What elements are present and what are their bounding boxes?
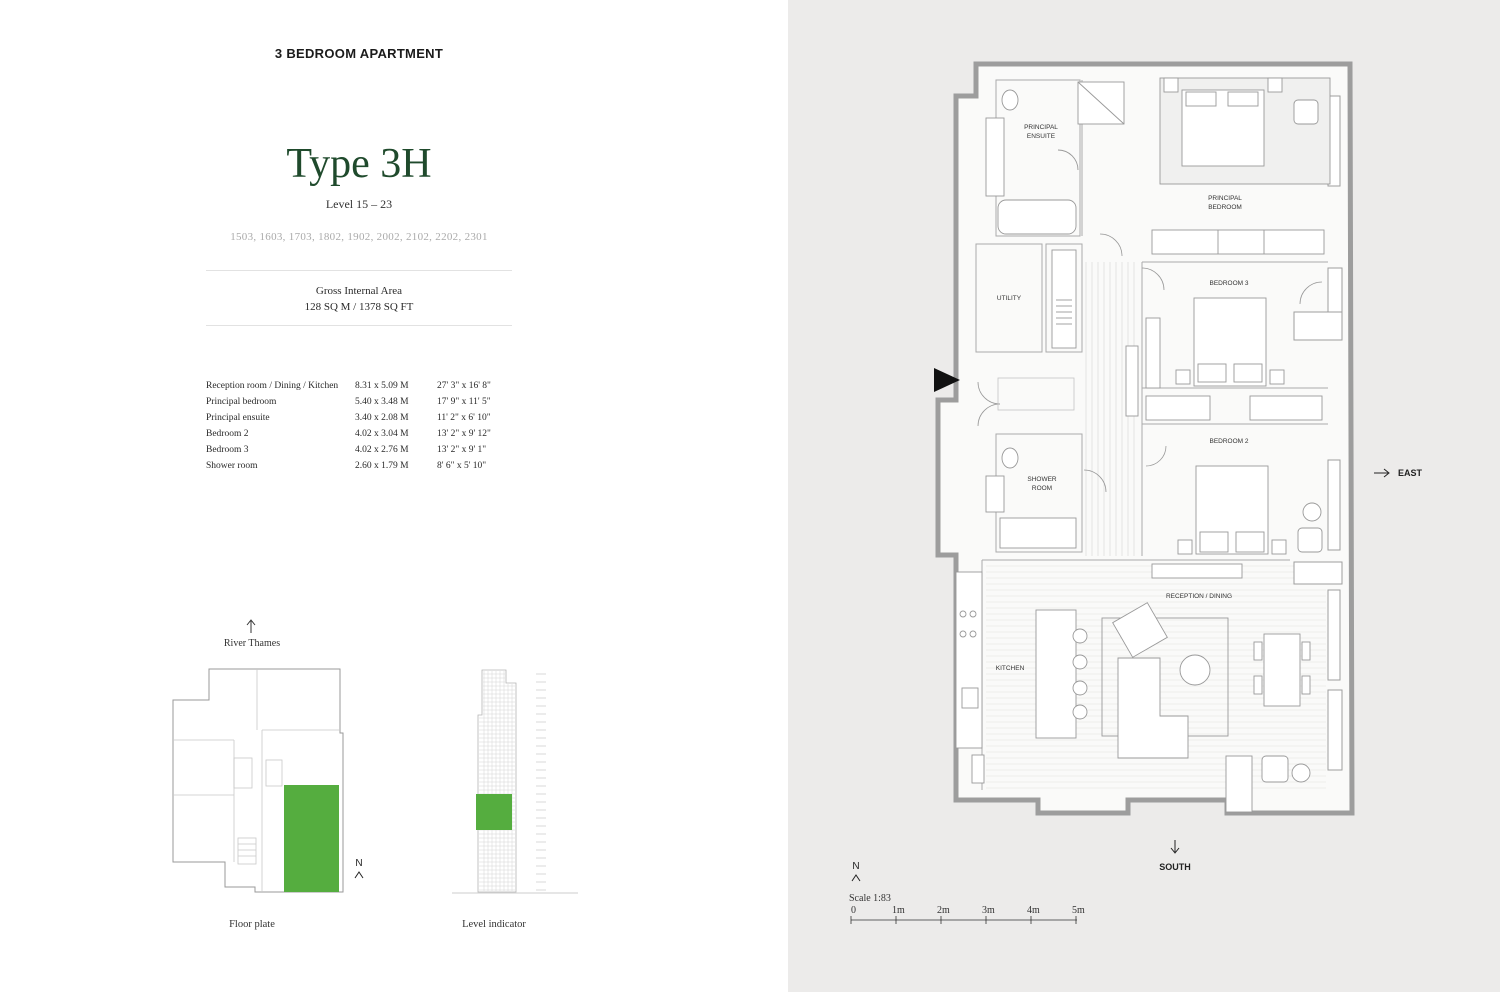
river-label: River Thames	[224, 638, 280, 649]
scale-tick-label: 1m	[892, 905, 905, 916]
room-imperial: 11' 2" x 6' 10"	[437, 413, 491, 423]
label-bedroom2: BEDROOM 2	[1209, 438, 1248, 445]
label-kitchen: KITCHEN	[996, 665, 1025, 672]
doors	[977, 233, 1323, 493]
label-principal-ensuite-line1: PRINCIPAL	[1024, 124, 1058, 131]
entrance-mat	[997, 377, 1075, 411]
kitchen-fixtures	[955, 571, 1088, 784]
scale-label: Scale 1:83	[849, 893, 891, 904]
area-value: 128 SQ M / 1378 SQ FT	[304, 301, 414, 313]
label-principal-ensuite-line2: ENSUITE	[1027, 133, 1056, 140]
scale-tick-label: 0	[851, 905, 856, 916]
level-indicator-caption: Level indicator	[462, 919, 526, 930]
room-imperial: 8' 6" x 5' 10"	[437, 461, 487, 471]
plan-north-arrow-icon	[851, 874, 861, 882]
utility-fixtures	[1051, 249, 1077, 349]
apartment-highlight	[284, 785, 339, 892]
label-principal-bedroom-line2: BEDROOM	[1208, 204, 1242, 211]
room-row: Bedroom 3 4.02 x 2.76 M 13' 2" x 9' 1"	[206, 444, 491, 460]
room-row: Reception room / Dining / Kitchen 8.31 x …	[206, 380, 491, 396]
room-name: Reception room / Dining / Kitchen	[206, 381, 339, 391]
info-panel	[0, 0, 788, 1000]
area-label: Gross Internal Area	[315, 285, 403, 297]
level-highlight	[476, 794, 512, 830]
level-indicator-diagram	[452, 669, 578, 894]
room-imperial: 27' 3" x 16' 8"	[437, 381, 491, 391]
room-imperial: 13' 2" x 9' 12"	[437, 429, 491, 439]
entrance-arrow-icon	[934, 368, 960, 392]
label-shower-room-line2: ROOM	[1032, 485, 1052, 492]
bay-windows	[1293, 95, 1343, 771]
room-row: Shower room 2.60 x 1.79 M 8' 6" x 5' 10"	[206, 460, 491, 476]
room-metric: 4.02 x 2.76 M	[355, 445, 409, 455]
floor-plate-north-label: N	[355, 858, 362, 869]
label-utility: UTILITY	[997, 295, 1022, 302]
room-row: Principal bedroom 5.40 x 3.48 M 17' 9" x 1…	[206, 396, 491, 412]
label-principal-bedroom-line1: PRINCIPAL	[1208, 195, 1242, 202]
label-shower-room-line1: SHOWER	[1027, 476, 1057, 483]
page-title: Type 3H	[286, 141, 432, 187]
divider-bottom	[206, 325, 512, 326]
plan-north-label: N	[852, 861, 859, 872]
divider-top	[206, 270, 512, 271]
room-name: Principal ensuite	[206, 413, 270, 423]
bedroom2-furniture	[1177, 465, 1323, 555]
apartment-type-overline: 3 BEDROOM APARTMENT	[274, 46, 444, 61]
room-metric: 2.60 x 1.79 M	[355, 461, 409, 471]
floor-plate-diagram: River Thames N Floor plate Level indicat…	[172, 619, 578, 930]
scale-tick-label: 4m	[1027, 905, 1040, 916]
room-metric: 8.31 x 5.09 M	[355, 381, 409, 391]
south-arrow-icon	[1170, 840, 1180, 854]
reception-furniture	[1101, 563, 1311, 813]
room-imperial: 13' 2" x 9' 1"	[437, 445, 487, 455]
scale-tick-label: 3m	[982, 905, 995, 916]
east-label: EAST	[1398, 468, 1423, 478]
room-metric: 4.02 x 3.04 M	[355, 429, 409, 439]
river-arrow-icon	[246, 619, 256, 633]
room-imperial: 17' 9" x 11' 5"	[437, 397, 491, 407]
label-reception-dining: RECEPTION / DINING	[1166, 593, 1232, 600]
scale-tick-label: 5m	[1072, 905, 1085, 916]
room-dimensions-table: Reception room / Dining / Kitchen 8.31 x …	[206, 380, 491, 476]
room-metric: 3.40 x 2.08 M	[355, 413, 409, 423]
scale-tick-label: 2m	[937, 905, 950, 916]
room-row: Bedroom 2 4.02 x 3.04 M 13' 2" x 9' 12"	[206, 428, 491, 444]
room-name: Bedroom 2	[206, 429, 249, 439]
level-range: Level 15 – 23	[325, 197, 393, 211]
east-arrow-icon	[1374, 468, 1390, 478]
floor-plate-partitions	[173, 669, 340, 892]
unit-numbers: 1503, 1603, 1703, 1802, 1902, 2002, 2102…	[230, 231, 488, 243]
label-bedroom3: BEDROOM 3	[1209, 280, 1248, 287]
scale-bar: 0 1m 2m 3m 4m 5m	[850, 905, 1085, 924]
room-name: Principal bedroom	[206, 397, 277, 407]
room-metric: 5.40 x 3.48 M	[355, 397, 409, 407]
principal-ensuite-fixtures	[985, 81, 1125, 235]
bedroom3-furniture	[1145, 297, 1323, 421]
room-name: Bedroom 3	[206, 445, 249, 455]
north-arrow-icon	[354, 871, 364, 879]
south-label: SOUTH	[1159, 862, 1191, 872]
room-row: Principal ensuite 3.40 x 2.08 M 11' 2" x 6…	[206, 412, 491, 428]
floor-plate-caption: Floor plate	[229, 919, 275, 930]
room-name: Shower room	[206, 461, 258, 471]
principal-bedroom-furniture	[1151, 77, 1331, 255]
shower-room-fixtures	[985, 345, 1139, 549]
